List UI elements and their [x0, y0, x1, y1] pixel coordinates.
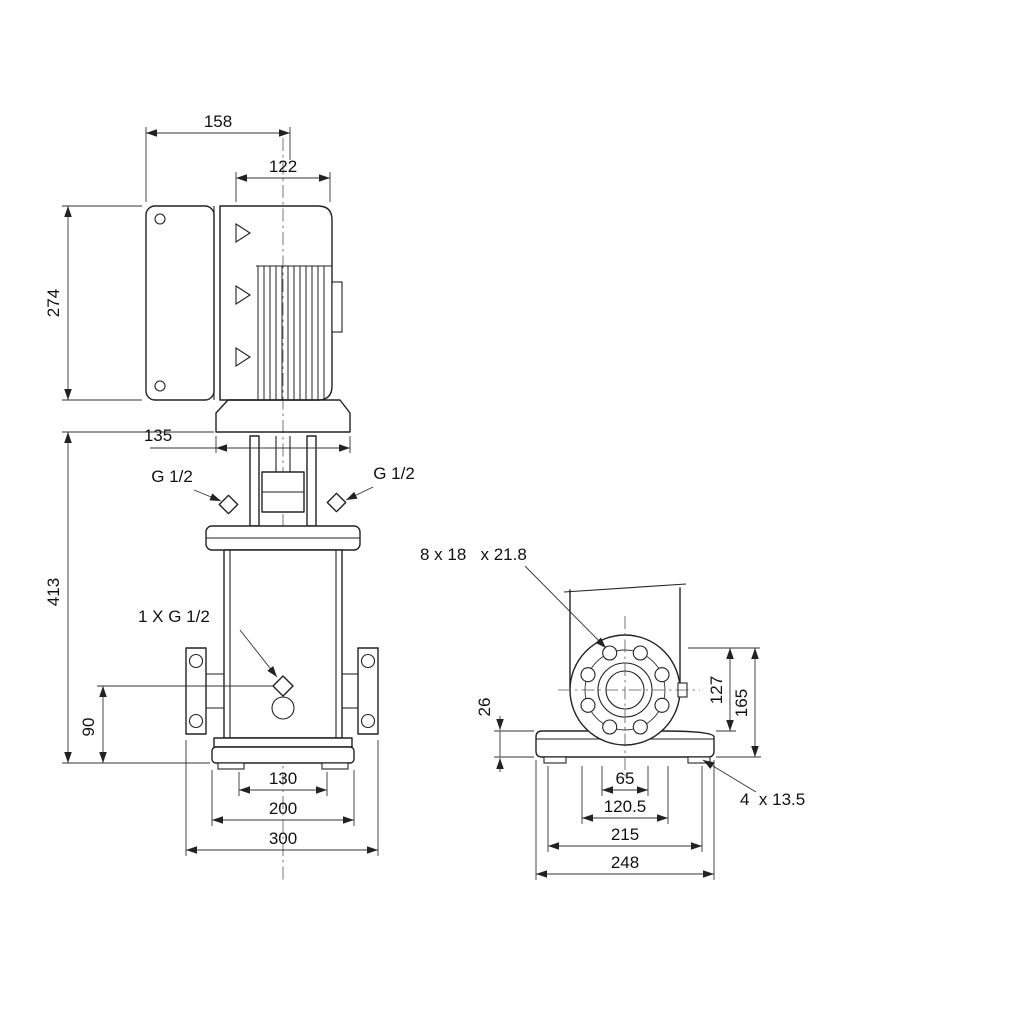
terminal-box — [331, 281, 343, 333]
dim-90-label: 90 — [79, 718, 98, 737]
left-flange — [185, 647, 207, 735]
dim-215: 215 — [547, 766, 703, 852]
screw-icon — [154, 213, 166, 225]
drain-port — [271, 675, 295, 720]
dim-127-label: 127 — [707, 676, 726, 704]
dim-26-label: 26 — [475, 698, 494, 717]
dim-127: 127 — [688, 647, 760, 732]
dim-158: 158 — [145, 112, 291, 202]
bolt-hole-icon — [602, 645, 618, 661]
dim-130: 130 — [238, 769, 328, 796]
bolt-hole-icon — [580, 667, 596, 683]
motor-control-box — [145, 205, 221, 401]
screw-icon — [154, 380, 166, 392]
dim-120-5-label: 120.5 — [604, 797, 647, 816]
dim-90: 90 — [79, 685, 273, 763]
dim-274-label: 274 — [44, 289, 63, 317]
dim-65: 65 — [601, 766, 649, 796]
bolt-hole-icon — [654, 667, 670, 683]
dim-200: 200 — [211, 770, 355, 826]
foot — [321, 762, 349, 770]
foot — [217, 762, 245, 770]
clip-icon — [235, 284, 252, 306]
dim-158-label: 158 — [204, 112, 232, 131]
base-holes-label: 4 x 13.5 — [740, 790, 805, 809]
label-bolt-holes: 8 x 18 x 21.8 — [420, 545, 607, 649]
plug-right — [326, 492, 347, 513]
bolt-hole-icon — [654, 697, 670, 713]
dim-26: 26 — [475, 698, 534, 772]
bolt-hole-icon — [632, 719, 648, 735]
base-plate — [535, 730, 715, 764]
column — [563, 583, 687, 689]
label-base-holes: 4 x 13.5 — [702, 759, 805, 809]
dim-122: 122 — [235, 157, 331, 202]
gauge-plugs — [218, 492, 347, 515]
label-g-half-left: G 1/2 — [151, 467, 222, 502]
label-g-half-right: G 1/2 — [345, 464, 415, 501]
dim-200-label: 200 — [269, 799, 297, 818]
bolt-hole-icon — [360, 653, 376, 669]
dim-130-label: 130 — [269, 769, 297, 788]
dim-274: 274 — [44, 205, 142, 401]
dim-135-label: 135 — [144, 426, 172, 445]
coupling-section — [249, 435, 317, 527]
dim-122-label: 122 — [269, 157, 297, 176]
label-drain: 1 X G 1/2 — [138, 607, 278, 678]
dim-248-label: 248 — [611, 853, 639, 872]
g-half-right-label: G 1/2 — [373, 464, 415, 483]
dim-300-label: 300 — [269, 829, 297, 848]
dim-135: 135 — [144, 426, 351, 453]
dim-120-5: 120.5 — [581, 766, 669, 824]
bolt-hole-icon — [580, 697, 596, 713]
front-view: 158 122 274 135 413 — [44, 112, 415, 880]
side-flanges — [185, 647, 379, 735]
pump-base — [211, 737, 355, 770]
dim-215-label: 215 — [611, 825, 639, 844]
right-flange — [357, 647, 379, 735]
dim-413-label: 413 — [44, 578, 63, 606]
end-view: 8 x 18 x 21.8 26 127 165 4 x 13. — [420, 545, 805, 880]
dim-165: 165 — [716, 648, 761, 758]
bolt-holes-label: 8 x 18 x 21.8 — [420, 545, 527, 564]
clip-icon — [235, 346, 252, 368]
dim-165-label: 165 — [732, 689, 751, 717]
bolt-hole-icon — [360, 713, 376, 729]
drain-label: 1 X G 1/2 — [138, 607, 210, 626]
g-half-left-label: G 1/2 — [151, 467, 193, 486]
bolt-hole-icon — [632, 645, 648, 661]
dim-248: 248 — [535, 760, 715, 880]
motor-adapter — [215, 399, 351, 433]
bolt-hole-icon — [188, 653, 204, 669]
bolt-hole-icon — [602, 719, 618, 735]
plug-left — [218, 494, 239, 515]
dim-413: 413 — [44, 431, 214, 764]
dim-65-label: 65 — [616, 769, 635, 788]
pump-head-flange — [205, 525, 361, 551]
dim-300: 300 — [185, 740, 379, 856]
bolt-hole-icon — [188, 713, 204, 729]
motor-body — [219, 205, 343, 401]
clip-icon — [235, 222, 252, 244]
foot — [543, 756, 567, 764]
